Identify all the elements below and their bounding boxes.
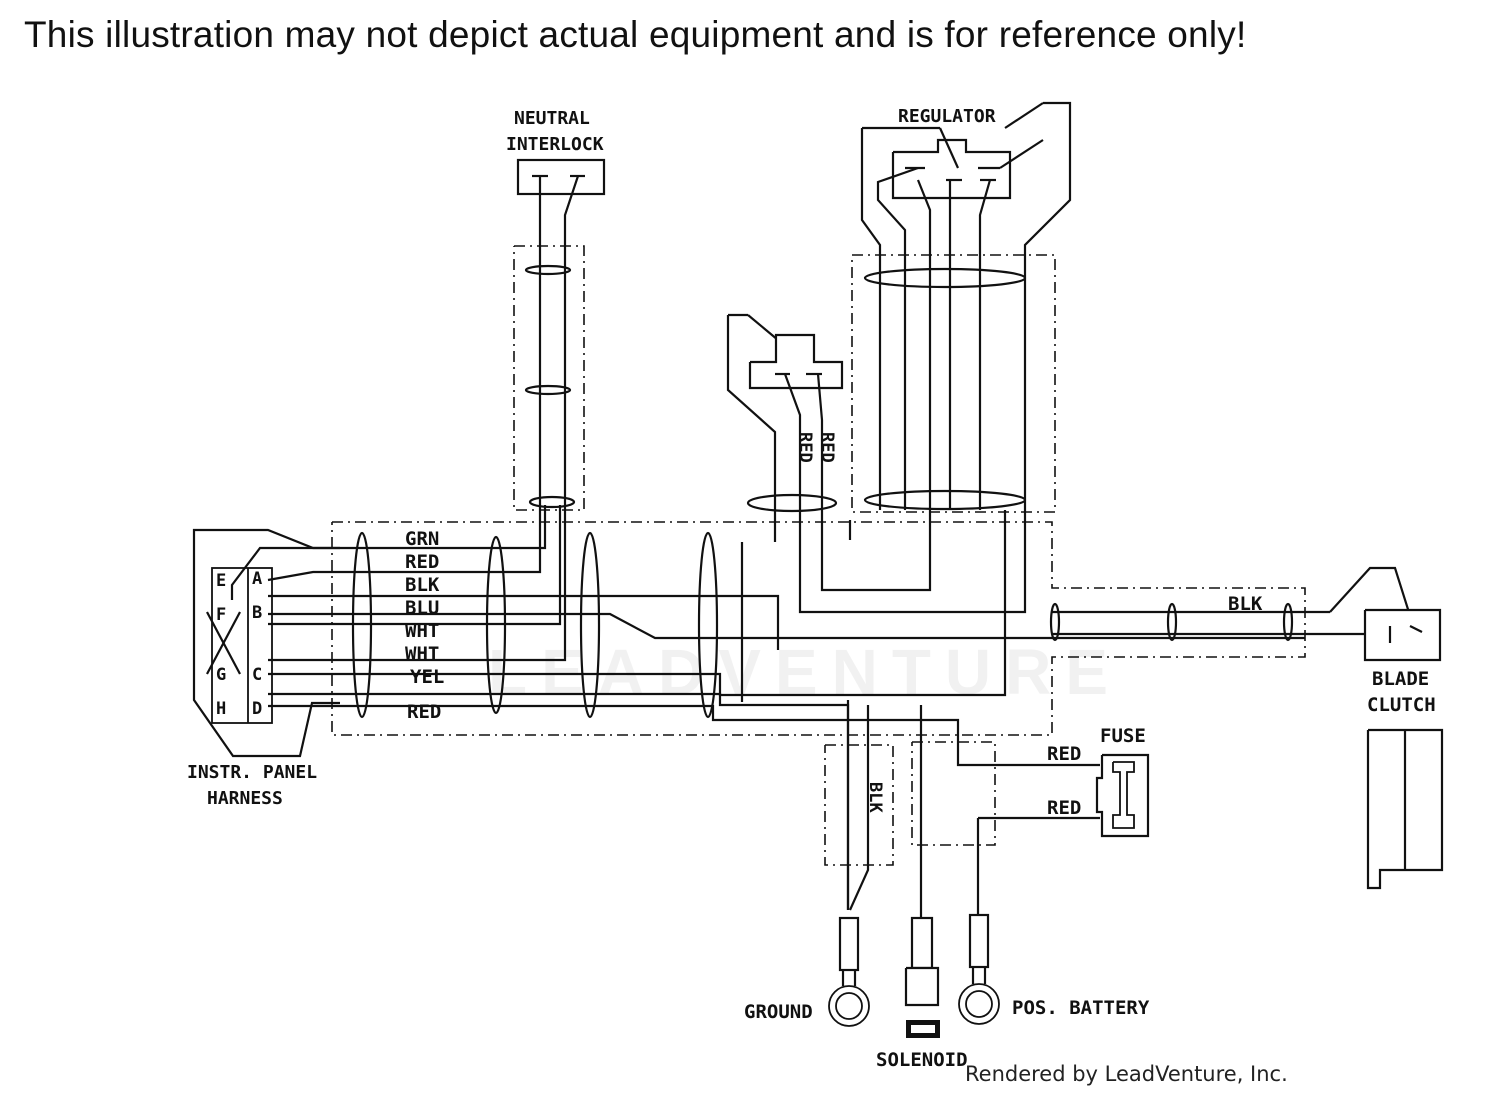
ground-terminal — [828, 916, 870, 1027]
wire-label-yel: YEL — [410, 666, 444, 688]
wire-label-blk: BLK — [405, 574, 440, 596]
lower-leads — [824, 700, 1100, 918]
pin-f: F — [216, 605, 226, 625]
pin-e: E — [216, 571, 226, 591]
fuse — [1095, 753, 1150, 838]
blade-clutch-label-line2: CLUTCH — [1367, 694, 1436, 716]
switch-lead-label-2: RED — [817, 432, 837, 463]
ground-lead-label: BLK — [865, 782, 885, 813]
wire-label-red-bottom: RED — [407, 701, 441, 723]
pin-g: G — [216, 665, 226, 685]
main-wire-labels: GRN RED BLK BLU WHT WHT YEL RED — [405, 528, 444, 723]
ground-label: GROUND — [744, 1001, 813, 1023]
fuse-lead-label-2: RED — [1047, 797, 1081, 819]
footer-credit: Rendered by LeadVenture, Inc. — [965, 1062, 1288, 1086]
pos-battery-terminal — [958, 913, 1000, 1025]
fuse-label: FUSE — [1100, 725, 1146, 747]
switch-connector — [726, 313, 1027, 614]
wire-label-wht-1: WHT — [405, 620, 439, 642]
solenoid-terminal — [904, 916, 940, 1038]
wire-label-red: RED — [405, 551, 439, 573]
switch-lead-label-1: RED — [795, 432, 815, 463]
wire-label-grn: GRN — [405, 528, 439, 550]
instr-panel-harness-connector: E F G H A B C D — [192, 528, 340, 758]
wire-label-wht-2: WHT — [405, 643, 439, 665]
pos-battery-label: POS. BATTERY — [1012, 997, 1150, 1019]
pin-d: D — [252, 699, 262, 719]
neutral-interlock-label-line2: INTERLOCK — [506, 134, 604, 155]
pin-c: C — [252, 665, 262, 685]
instr-panel-label-line2: HARNESS — [207, 788, 283, 809]
disclaimer-text: This illustration may not depict actual … — [24, 14, 1247, 55]
clutch-lead-label: BLK — [1228, 593, 1263, 615]
neutral-interlock-label-line1: NEUTRAL — [514, 108, 590, 129]
wire-label-blu: BLU — [405, 597, 439, 619]
pin-h: H — [216, 699, 226, 719]
regulator — [851, 101, 1072, 513]
pin-a: A — [252, 569, 262, 589]
blade-clutch-label-line1: BLADE — [1372, 668, 1429, 690]
clutch-bracket — [1366, 728, 1444, 890]
blade-clutch — [1049, 566, 1442, 662]
instr-panel-label-line1: INSTR. PANEL — [187, 762, 317, 783]
pin-b: B — [252, 603, 262, 623]
regulator-label: REGULATOR — [898, 106, 996, 127]
solenoid-label: SOLENOID — [876, 1049, 968, 1071]
neutral-interlock — [513, 158, 606, 511]
bundle-clamps — [351, 531, 719, 719]
fuse-lead-label-1: RED — [1047, 743, 1081, 765]
main-harness-wires — [230, 505, 1305, 910]
